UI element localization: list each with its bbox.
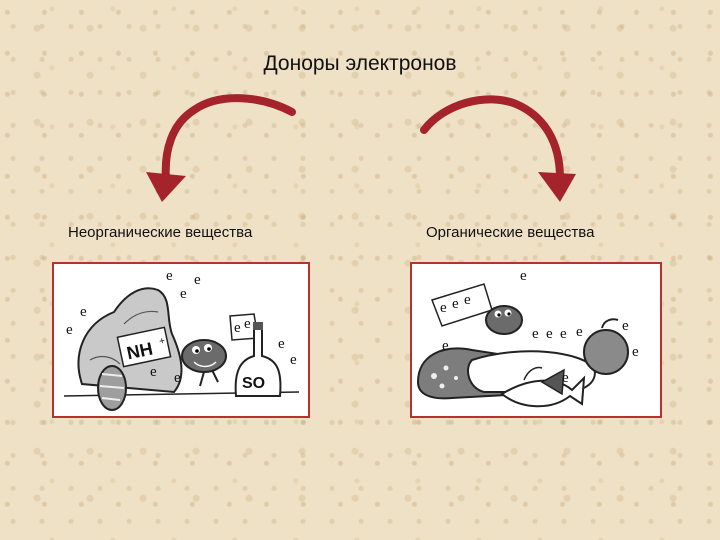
electron-mark: e — [576, 324, 583, 340]
electron-mark: e — [546, 326, 553, 342]
electron-mark: e — [234, 320, 241, 336]
bottle-icon — [234, 327, 282, 397]
inorganic-label: Неорганические вещества — [68, 224, 253, 241]
bacterium-icon — [485, 305, 523, 335]
electron-mark: e — [622, 318, 629, 334]
electron-mark: e — [66, 322, 73, 338]
electron-mark: e — [244, 316, 251, 332]
page-title: Доноры электронов — [263, 52, 457, 75]
electron-mark: e — [632, 344, 639, 360]
apple-icon — [583, 329, 629, 375]
electron-mark: e — [180, 286, 187, 302]
electron-mark: e — [520, 268, 527, 284]
electron-mark: e — [464, 292, 471, 308]
inorganic-illustration: NH + SO e e e e e e e e e e e — [52, 262, 310, 418]
organic-label: Органические вещества — [426, 224, 595, 241]
electron-mark: e — [532, 326, 539, 342]
electron-mark: e — [80, 304, 87, 320]
electron-mark: e — [440, 300, 447, 316]
electron-mark: e — [278, 336, 285, 352]
fish-icon — [500, 375, 586, 408]
electron-mark: e — [560, 326, 567, 342]
electron-mark: e — [166, 268, 173, 284]
sulfite-label: SO — [242, 375, 265, 392]
svg-text:+: + — [158, 336, 166, 348]
electron-mark: e — [442, 338, 449, 354]
electron-mark: e — [174, 370, 181, 386]
organic-illustration: e e e e e e e e e e e e — [410, 262, 662, 418]
electron-mark: e — [452, 296, 459, 312]
electron-mark: e — [194, 272, 201, 288]
electron-mark: e — [150, 364, 157, 380]
electron-mark: e — [290, 352, 297, 368]
electron-mark: e — [562, 370, 569, 386]
